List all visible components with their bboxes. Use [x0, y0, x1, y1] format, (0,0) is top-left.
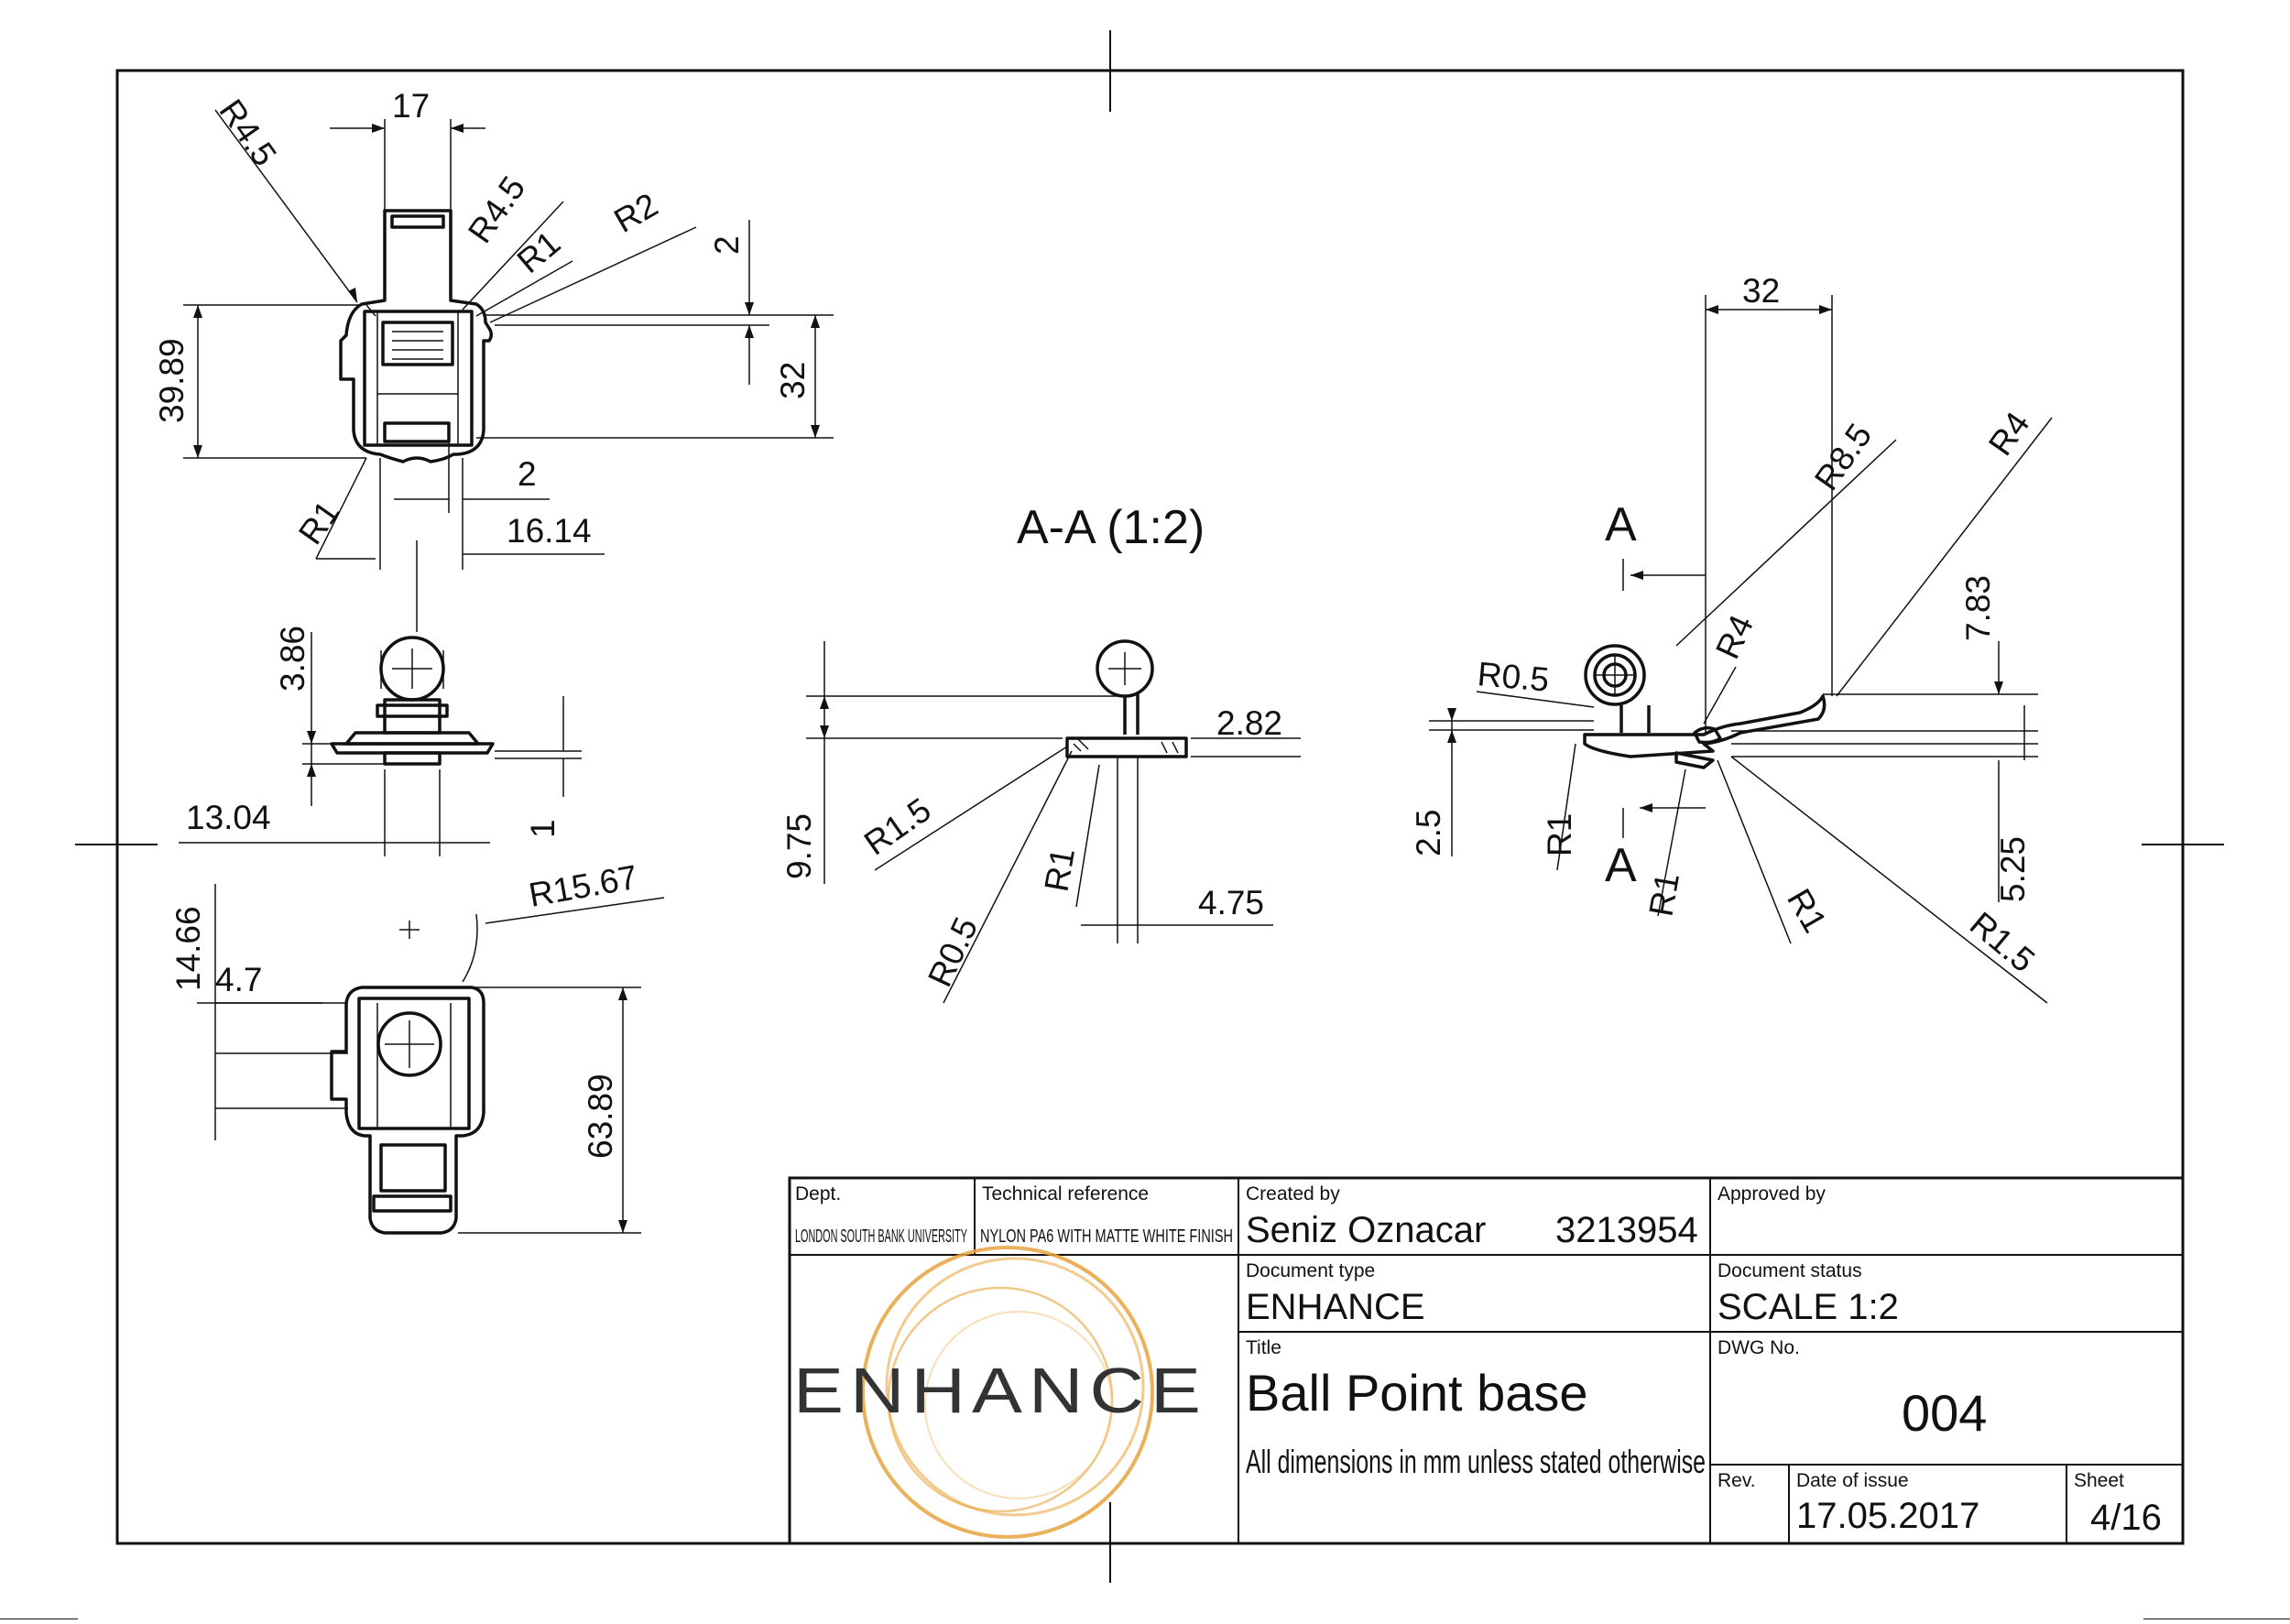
dwg-no-value: 004 — [1902, 1384, 1987, 1442]
doc-status-value: SCALE 1:2 — [1718, 1287, 1899, 1327]
dim-r15.67: R15.67 — [526, 858, 640, 914]
date-value: 17.05.2017 — [1796, 1496, 1979, 1536]
title-block: Dept. LONDON SOUTH BANK UNIVERSITY Techn… — [788, 1176, 2185, 1545]
dim-14.66: 14.66 — [169, 906, 207, 991]
created-by-label: Created by — [1246, 1183, 1340, 1204]
dim-r2: R2 — [608, 186, 664, 240]
approved-by-label: Approved by — [1718, 1183, 1826, 1204]
dim-63.89: 63.89 — [582, 1074, 619, 1159]
front-view: 3.86 13.04 1 — [179, 626, 582, 856]
title-value: Ball Point base — [1246, 1364, 1588, 1422]
dim-2-top: 2 — [708, 235, 746, 255]
rev-label: Rev. — [1718, 1470, 1756, 1491]
dimension-arrowheads — [193, 124, 2003, 1233]
dim-r0.5-side: R0.5 — [1476, 655, 1550, 699]
dim-17: 17 — [392, 87, 430, 125]
title-label: Title — [1246, 1337, 1281, 1358]
doc-type-label: Document type — [1246, 1260, 1375, 1281]
dim-2.5: 2.5 — [1410, 810, 1447, 856]
dim-13.04: 13.04 — [186, 799, 271, 836]
date-label: Date of issue — [1796, 1470, 1909, 1491]
section-marker-bottom: A — [1605, 839, 1637, 892]
dim-r1-left: R1 — [1541, 813, 1578, 856]
doc-type-value: ENHANCE — [1246, 1287, 1425, 1327]
tech-ref-value: NYLON PA6 WITH MATTE WHITE FINISH — [980, 1226, 1233, 1247]
sheet-label: Sheet — [2074, 1470, 2124, 1491]
dim-r4.5-left: R4.5 — [212, 93, 283, 173]
dim-r1-top: R1 — [510, 223, 568, 280]
dim-16.14: 16.14 — [507, 512, 592, 550]
dim-r1-center: R1 — [1642, 870, 1687, 920]
created-by-id: 3213954 — [1555, 1210, 1698, 1250]
section-view-a-a: 9.75 2.82 R1.5 R0.5 R1 4.75 — [780, 639, 1301, 1004]
dim-r1.5: R1.5 — [857, 790, 938, 862]
top-view: 17 R4.5 R4.5 R1 R2 2 39.89 32 R1 2 16.14 — [153, 87, 834, 632]
dim-5.25: 5.25 — [1994, 836, 2032, 902]
section-marker-top: A — [1605, 498, 1637, 551]
section-title: A-A (1:2) — [1017, 501, 1205, 554]
enhance-logo: ENHANCE — [793, 1246, 1207, 1539]
dim-r1-bottom: R1 — [291, 494, 347, 550]
title-note: All dimensions in mm unless stated other… — [1246, 1443, 1706, 1480]
doc-status-label: Document status — [1718, 1260, 1862, 1281]
dim-9.75: 9.75 — [780, 813, 818, 879]
dim-r1-section: R1 — [1038, 845, 1083, 895]
dwg-no-label: DWG No. — [1718, 1337, 1800, 1358]
dim-3.86: 3.86 — [274, 626, 311, 692]
dim-7.83: 7.83 — [1959, 575, 1997, 641]
dim-2-bottom: 2 — [518, 455, 537, 493]
dept-value: LONDON SOUTH BANK UNIVERSITY — [795, 1226, 967, 1247]
dim-4.7: 4.7 — [215, 961, 262, 998]
sheet-value: 4/16 — [2090, 1498, 2162, 1538]
dim-32-side: 32 — [1742, 272, 1780, 310]
dim-r4-mid: R4 — [1708, 609, 1761, 664]
bottom-view: R15.67 14.66 4.7 63.89 — [169, 858, 665, 1235]
dept-label: Dept. — [795, 1183, 841, 1204]
created-by-name: Seniz Oznacar — [1246, 1210, 1486, 1250]
dim-2.82: 2.82 — [1216, 704, 1282, 742]
dim-r4-top: R4 — [1981, 405, 2037, 462]
dim-39.89: 39.89 — [153, 338, 191, 423]
logo-text: ENHANCE — [793, 1355, 1207, 1426]
dim-r0.5: R0.5 — [921, 911, 985, 992]
dim-1: 1 — [524, 819, 562, 838]
tech-ref-label: Technical reference — [982, 1183, 1149, 1204]
dim-4.75: 4.75 — [1198, 884, 1264, 921]
dim-r8.5: R8.5 — [1807, 417, 1879, 497]
dim-32: 32 — [774, 362, 812, 399]
side-view: A A 32 R8.5 R4 R0.5 R4 7.83 2.5 R1 R1 R1… — [1410, 272, 2053, 1004]
dim-r4.5-right: R4.5 — [461, 169, 532, 250]
dim-r1-right: R1 — [1780, 883, 1834, 939]
